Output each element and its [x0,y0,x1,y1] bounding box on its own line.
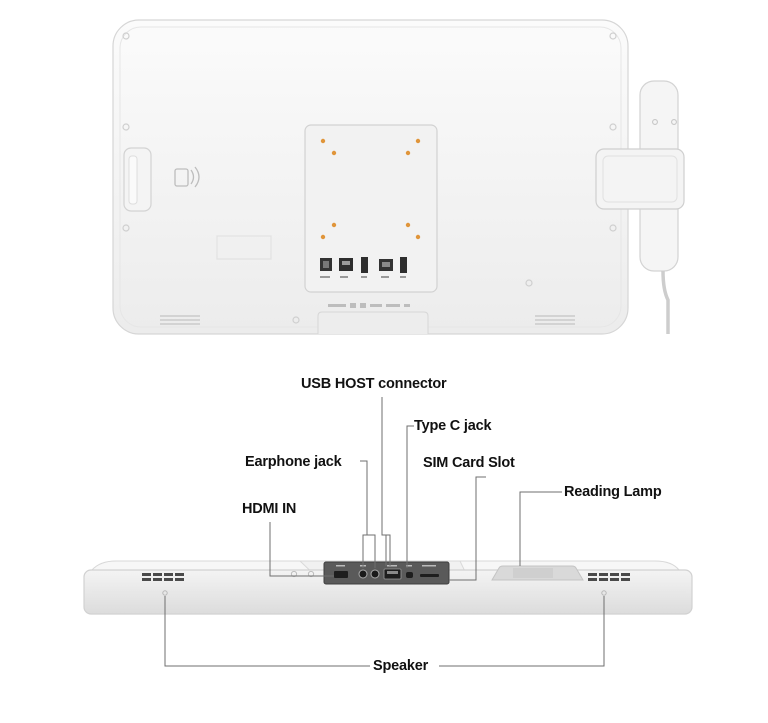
label-sim-slot: SIM Card Slot [423,455,515,471]
earphone-port-2 [370,569,380,579]
hdmi-leader [269,522,334,577]
type-c-port [406,572,413,578]
speaker-leader-right [439,596,605,667]
edge-view [83,560,693,615]
side-accessory [595,80,685,334]
hdmi-port [334,571,348,578]
label-hdmi-in: HDMI IN [242,501,297,517]
nfc-icon [174,166,200,188]
reading-lamp-leader [519,491,562,566]
lamp-cutout [317,311,429,334]
vesa-mount-panel [304,124,438,293]
back-view [112,19,685,335]
usb-host-leader [381,397,387,566]
speaker-leader-left [164,596,370,667]
sim-slot [420,574,439,577]
vesa-mount-holes [320,138,421,240]
label-type-c: Type C jack [414,418,492,434]
label-speaker: Speaker [373,658,429,674]
earphone-port-1 [358,569,368,579]
label-reading-lamp: Reading Lamp [564,484,662,500]
back-speaker-grilles [160,315,575,325]
type-c-leader [406,425,414,568]
back-port-row [320,257,407,278]
earphone-leader [360,460,368,568]
sim-leader [449,476,486,581]
edge-ports [334,565,439,580]
bottom-edge-markings [328,303,410,308]
label-earphone: Earphone jack [245,454,342,470]
label-usb-host: USB HOST connector [301,376,447,392]
label-plate [216,235,272,260]
edge-speaker-grilles [142,573,630,581]
leader-lines [164,397,605,667]
